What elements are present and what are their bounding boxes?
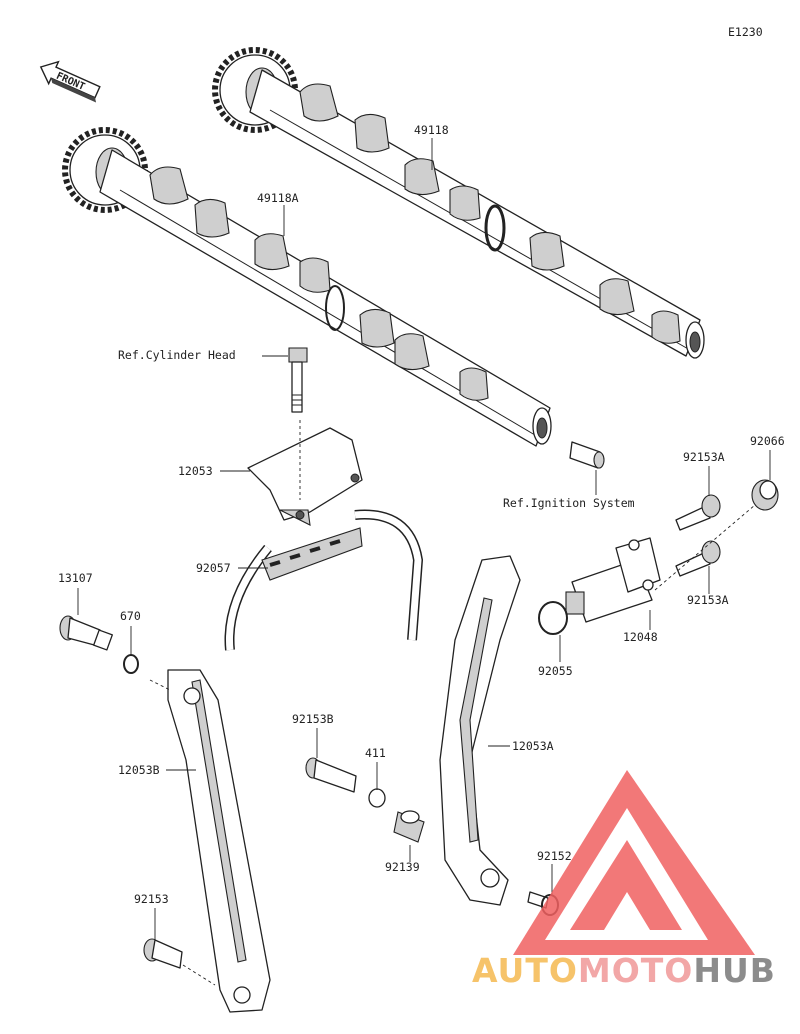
- cylinder-head-bolt: [288, 347, 308, 413]
- label-bolt-92153a-bottom: 92153A: [687, 593, 729, 607]
- ignition-rotor-pin: [569, 441, 605, 469]
- label-guide-12053b: 12053B: [118, 763, 160, 777]
- camshaft-49118: [212, 47, 705, 359]
- front-arrow-icon: FRONT: [39, 60, 101, 103]
- bolt-92153a-bottom: [675, 540, 721, 577]
- label-ref-ignition-system: Ref.Ignition System: [503, 496, 635, 510]
- label-bolt-92153: 92153: [134, 892, 169, 906]
- diagram-code: E1230: [728, 25, 763, 39]
- collar-92139: [393, 810, 425, 843]
- camshaft-49118a: [62, 127, 552, 447]
- oring-670: [123, 654, 139, 674]
- chain-guide-12053b: [167, 669, 271, 1013]
- chain-guide-12053a: [439, 555, 521, 906]
- bolt-92153: [143, 938, 183, 969]
- wordmark-moto: MOTO: [577, 951, 694, 990]
- label-camshaft-49118: 49118: [414, 123, 449, 137]
- label-washer-92152: 92152: [537, 849, 572, 863]
- chain-tensioner-12048: [565, 537, 661, 623]
- label-collar-92139: 92139: [385, 860, 420, 874]
- cam-chain-92057: [224, 509, 424, 651]
- wordmark-hub: HUB: [693, 951, 776, 990]
- label-chain-92057: 92057: [196, 561, 231, 575]
- leader-lines: [77, 138, 771, 986]
- label-oring-670: 670: [120, 609, 141, 623]
- automotohub-logo-icon: [513, 770, 755, 955]
- label-washer-411: 411: [365, 746, 386, 760]
- label-bolt-92153a-top: 92153A: [683, 450, 725, 464]
- label-gasket-92055: 92055: [538, 664, 573, 678]
- wordmark-auto: AUTO: [472, 951, 578, 990]
- upper-chain-guide-12053: [247, 427, 363, 526]
- label-camshaft-49118a: 49118A: [257, 191, 299, 205]
- automotohub-wordmark: AUTOMOTOHUB: [472, 954, 776, 987]
- label-guide-12053: 12053: [178, 464, 213, 478]
- label-bolt-13107: 13107: [58, 571, 93, 585]
- label-cap-92066: 92066: [750, 434, 785, 448]
- washer-411: [368, 788, 386, 808]
- pivot-bolt-13107: [59, 615, 113, 651]
- label-bolt-92153b: 92153B: [292, 712, 334, 726]
- label-guide-12053a: 12053A: [512, 739, 554, 753]
- label-ref-cylinder-head: Ref.Cylinder Head: [118, 348, 236, 362]
- label-tensioner-12048: 12048: [623, 630, 658, 644]
- gasket-92055: [538, 601, 568, 635]
- cap-bolt-92066: [751, 479, 779, 511]
- bolt-92153b: [305, 757, 357, 793]
- bolt-92153a-top: [675, 494, 721, 531]
